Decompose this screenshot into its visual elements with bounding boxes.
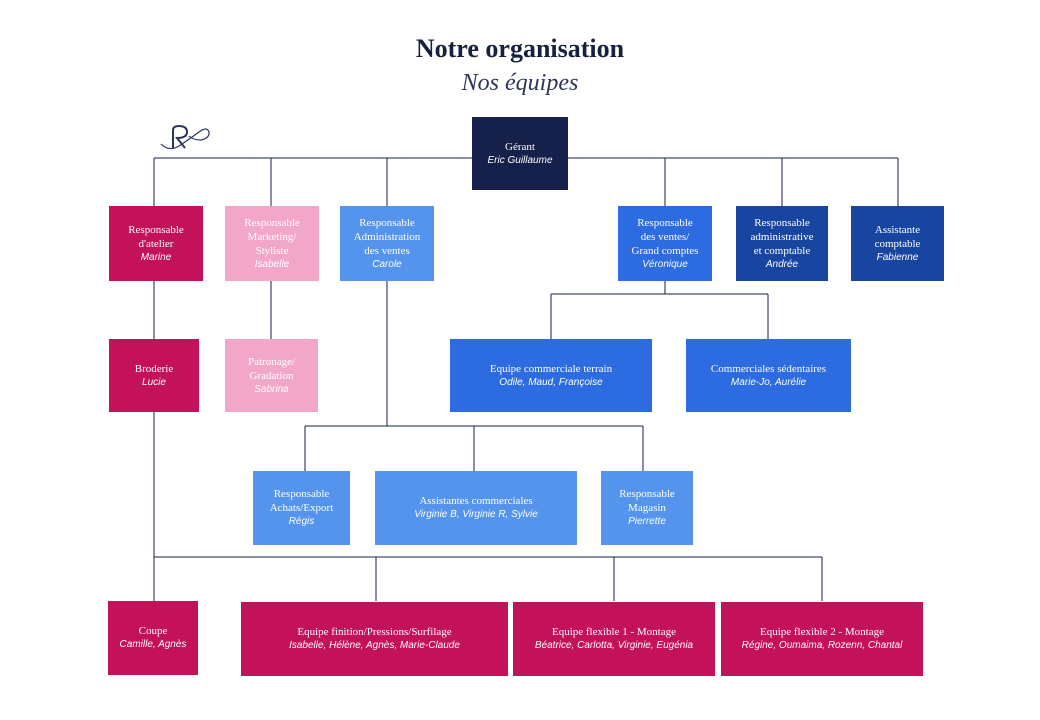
node-role: Responsable d'atelier — [128, 223, 184, 250]
node-responsable-magasin: Responsable Magasin Pierrette — [601, 471, 693, 545]
page-title: Notre organisation — [415, 34, 625, 63]
node-patronage: Patronage/ Gradation Sabrina — [225, 339, 318, 412]
node-name: Camille, Agnès — [119, 639, 187, 650]
node-name: Fabienne — [876, 251, 919, 263]
node-role: Equipe flexible 2 - Montage — [759, 626, 885, 638]
node-role: Responsable Administration des ventes — [353, 216, 421, 257]
node-name: Régis — [288, 516, 315, 527]
node-responsable-marketing: Responsable Marketing/ Styliste Isabelle — [225, 206, 319, 281]
node-role: Coupe — [138, 625, 168, 637]
node-role: Assistante comptable — [874, 223, 921, 250]
node-equipe-flexible-2: Equipe flexible 2 - Montage Régine, Ouma… — [721, 602, 923, 676]
node-coupe: Coupe Camille, Agnès — [108, 601, 198, 675]
node-name: Marine — [140, 251, 172, 263]
node-name: Béatrice, Carlotta, Virginie, Eugénia — [534, 640, 694, 651]
node-name: Lucie — [142, 376, 166, 388]
node-name: Virginie B, Virginie R, Sylvie — [414, 509, 538, 520]
node-commerciales-sedentaires: Commerciales sédentaires Marie-Jo, Aurél… — [686, 339, 851, 412]
node-role: Responsable Achats/Export — [269, 488, 334, 514]
node-role: Responsable des ventes/ Grand comptes — [631, 216, 699, 257]
node-name: Carole — [372, 258, 402, 270]
node-role: Equipe commerciale terrain — [489, 362, 613, 375]
node-name: Véronique — [642, 258, 688, 270]
node-role: Equipe flexible 1 - Montage — [551, 626, 677, 638]
node-equipe-terrain: Equipe commerciale terrain Odile, Maud, … — [450, 339, 652, 412]
node-responsable-admin-ventes: Responsable Administration des ventes Ca… — [340, 206, 434, 281]
node-responsable-atelier: Responsable d'atelier Marine — [109, 206, 203, 281]
node-role: Patronage/ Gradation — [247, 355, 296, 382]
node-name: Régine, Oumaima, Rozenn, Chantal — [741, 640, 903, 651]
node-name: Andrée — [765, 258, 799, 270]
node-gerant: Gérant Eric Guillaume — [472, 117, 568, 190]
page-subtitle: Nos équipes — [461, 70, 579, 96]
node-role: Responsable Marketing/ Styliste — [244, 216, 300, 257]
node-name: Odile, Maud, Françoise — [499, 376, 603, 388]
node-role: Responsable administrative et comptable — [750, 216, 814, 257]
node-responsable-achats: Responsable Achats/Export Régis — [253, 471, 350, 545]
node-name: Eric Guillaume — [487, 154, 553, 166]
node-role: Equipe finition/Pressions/Surfilage — [297, 626, 452, 638]
node-role: Broderie — [134, 362, 174, 375]
node-name: Marie-Jo, Aurélie — [730, 376, 807, 388]
node-name: Pierrette — [628, 516, 666, 527]
node-role: Assistantes commerciales — [419, 495, 533, 507]
node-equipe-finition: Equipe finition/Pressions/Surfilage Isab… — [241, 602, 508, 676]
node-broderie: Broderie Lucie — [109, 339, 199, 412]
node-responsable-admin-comptable: Responsable administrative et comptable … — [736, 206, 828, 281]
node-assistante-comptable: Assistante comptable Fabienne — [851, 206, 944, 281]
node-role: Gérant — [505, 140, 535, 153]
node-name: Isabelle — [254, 258, 290, 270]
node-name: Isabelle, Hélène, Agnès, Marie-Claude — [289, 640, 460, 651]
monogram-R-icon — [160, 124, 210, 150]
node-equipe-flexible-1: Equipe flexible 1 - Montage Béatrice, Ca… — [513, 602, 715, 676]
node-responsable-ventes: Responsable des ventes/ Grand comptes Vé… — [618, 206, 712, 281]
node-role: Responsable Magasin — [619, 488, 675, 514]
node-assistantes-commerciales: Assistantes commerciales Virginie B, Vir… — [375, 471, 577, 545]
node-name: Sabrina — [254, 383, 289, 395]
node-role: Commerciales sédentaires — [710, 362, 827, 375]
